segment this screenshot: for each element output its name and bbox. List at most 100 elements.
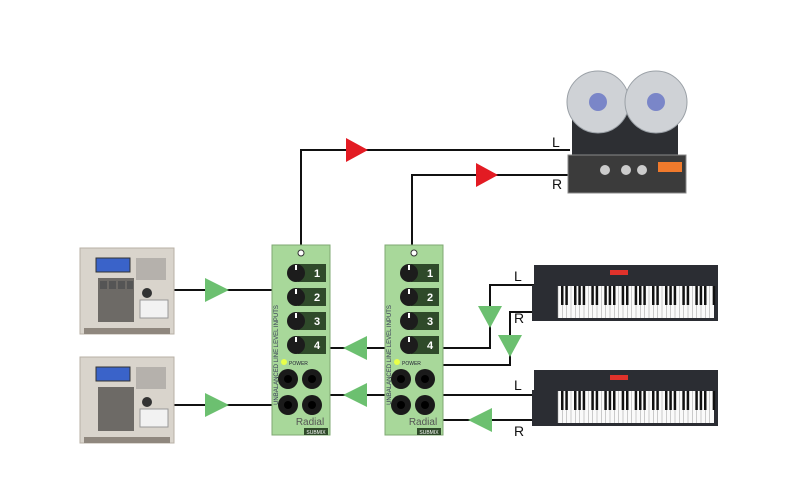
synth2-right-label: R — [514, 423, 524, 439]
black-key — [665, 286, 668, 305]
black-key — [639, 391, 642, 410]
black-key — [565, 286, 568, 305]
black-key — [626, 391, 629, 410]
black-key — [652, 391, 655, 410]
arrow-right-icon — [205, 278, 229, 302]
black-key — [608, 286, 612, 305]
black-key — [578, 391, 581, 410]
black-key — [634, 286, 638, 305]
knob-icon — [287, 336, 305, 354]
channel-panel — [411, 336, 439, 354]
jack-hole — [421, 375, 429, 383]
channel-number: 3 — [427, 316, 433, 328]
knob-icon — [287, 264, 305, 282]
black-key — [699, 391, 703, 410]
channel-panel — [411, 288, 439, 306]
reel-to-reel-tape-machine — [566, 70, 688, 194]
wire-tape-left — [300, 149, 570, 246]
black-key — [621, 391, 625, 410]
power-led — [394, 359, 400, 365]
mount-hole — [410, 249, 418, 257]
black-key — [639, 286, 642, 305]
black-key — [673, 391, 677, 410]
black-key — [682, 286, 685, 305]
black-key — [712, 286, 716, 305]
arrow-left-icon — [343, 383, 367, 407]
channel-number: 1 — [314, 268, 320, 280]
channel-panel — [298, 288, 326, 306]
arrow-down-icon — [478, 306, 502, 328]
black-key — [695, 286, 698, 305]
sampler-1 — [79, 247, 175, 335]
black-key — [682, 391, 685, 410]
black-key — [608, 391, 612, 410]
jack-hole — [421, 401, 429, 409]
black-key — [686, 286, 690, 305]
black-key — [621, 286, 625, 305]
black-key — [604, 391, 607, 410]
black-key — [565, 391, 568, 410]
synth1-left-label: L — [514, 268, 522, 284]
submix-module-2: UNBALANCED LINE LEVEL INPUTS1234POWERRad… — [384, 244, 444, 436]
channel-panel — [298, 312, 326, 330]
jack-hole — [397, 401, 405, 409]
brand-logo: Radial — [409, 417, 437, 428]
black-key — [643, 286, 646, 305]
model-label: SUBMIX — [306, 430, 326, 436]
arrow-left-icon — [343, 336, 367, 360]
black-key — [595, 286, 599, 305]
black-key — [574, 391, 577, 410]
jack-hole — [284, 375, 292, 383]
tape-left-label: L — [552, 134, 560, 150]
jack-hole — [284, 401, 292, 409]
channel-number: 4 — [314, 340, 321, 352]
wires — [173, 149, 572, 421]
black-key — [686, 391, 690, 410]
side-text: UNBALANCED LINE LEVEL INPUTS — [387, 305, 393, 405]
black-key — [582, 286, 586, 305]
black-key — [704, 286, 707, 305]
black-key — [704, 391, 707, 410]
channel-panel — [411, 264, 439, 282]
black-key — [591, 391, 594, 410]
black-key — [643, 391, 646, 410]
arrow-right-icon — [205, 393, 229, 417]
black-key — [578, 286, 581, 305]
jack-hole — [308, 401, 316, 409]
wire-sampler1 — [173, 289, 289, 376]
channel-number: 2 — [314, 292, 320, 304]
arrow-right-icon — [476, 163, 498, 187]
arrow-right-icon — [346, 138, 368, 162]
black-key — [656, 286, 659, 305]
power-label: POWER — [289, 361, 308, 367]
knob-icon — [400, 312, 418, 330]
jack-hole — [308, 375, 316, 383]
power-led — [281, 359, 287, 365]
black-key — [591, 286, 594, 305]
black-key — [613, 286, 616, 305]
black-key — [695, 391, 698, 410]
synth2-left-label: L — [514, 377, 522, 393]
black-key — [673, 286, 677, 305]
channel-panel — [298, 264, 326, 282]
channel-number: 2 — [427, 292, 433, 304]
tape-right-label: R — [552, 176, 562, 192]
submix-module-1: UNBALANCED LINE LEVEL INPUTS1234POWERRad… — [271, 244, 331, 436]
brand-logo: Radial — [296, 417, 324, 428]
black-key — [582, 391, 586, 410]
black-key — [665, 391, 668, 410]
display — [610, 270, 628, 275]
black-key — [574, 286, 577, 305]
knob-icon — [287, 312, 305, 330]
model-label: SUBMIX — [419, 430, 439, 436]
channel-panel — [298, 336, 326, 354]
display — [610, 375, 628, 380]
black-key — [634, 391, 638, 410]
side-text: UNBALANCED LINE LEVEL INPUTS — [274, 305, 280, 405]
knob-icon — [400, 264, 418, 282]
knob-icon — [400, 288, 418, 306]
black-key — [604, 286, 607, 305]
jack-hole — [397, 375, 405, 383]
black-key — [561, 286, 564, 305]
